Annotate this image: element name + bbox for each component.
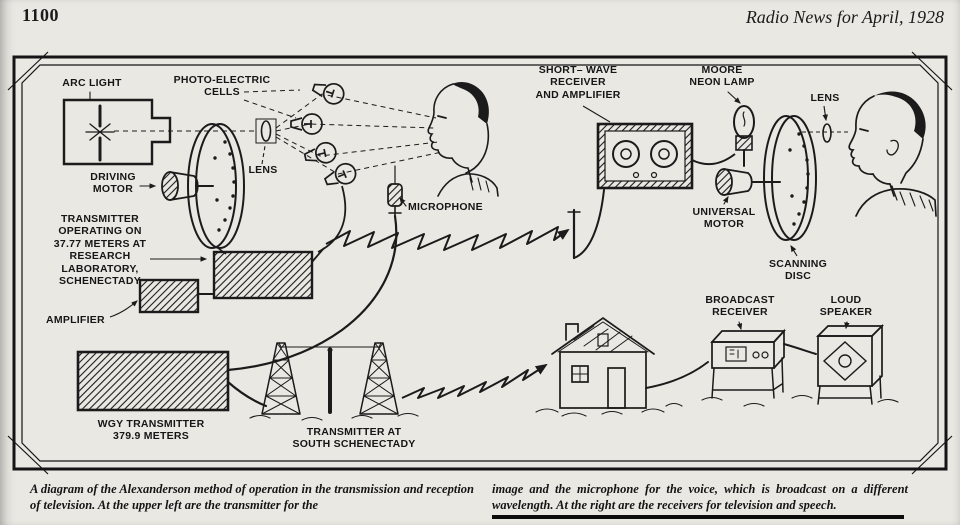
lens-right-art [802, 105, 850, 143]
label-transmitter-operating: TRANSMITTER OPERATING ON 37.77 METERS AT… [53, 213, 147, 287]
scanning-disc-right-art [763, 115, 817, 257]
label-driving-motor: DRIVING MOTOR [90, 171, 136, 196]
universal-motor-art [715, 168, 781, 205]
scanning-disc-left-art [187, 123, 245, 255]
light-rays [114, 89, 443, 175]
label-universal-motor: UNIVERSAL MOTOR [692, 206, 756, 231]
viewer-head-right-art [848, 91, 937, 217]
masthead-title: Radio News for April, 1928 [745, 7, 944, 27]
lens-left-art [255, 118, 277, 165]
south-schenectady-towers-art [249, 342, 419, 421]
label-scanning-disc: SCANNING DISC [768, 258, 827, 283]
label-lens-right: LENS [810, 92, 840, 104]
loud-speaker-art [701, 321, 899, 407]
page-number: 1100 [22, 5, 60, 25]
tower-right [359, 342, 399, 415]
wgy-transmitter-art [76, 350, 268, 412]
label-moore-neon-lamp: MOORE NEON LAMP [689, 64, 755, 89]
broadcast-receiver-art [710, 321, 817, 399]
tower-left [261, 342, 301, 415]
microphone-art [226, 165, 407, 372]
short-wave-receiver-art [582, 105, 736, 190]
caption-left: A diagram of the Alexanderson method of … [30, 482, 474, 513]
frame [7, 51, 953, 475]
house-art [535, 316, 709, 417]
research-transmitter-art [109, 185, 347, 318]
label-short-wave-receiver: SHORT– WAVE RECEIVER AND AMPLIFIER [535, 64, 621, 101]
label-loud-speaker: LOUD SPEAKER [819, 294, 873, 319]
caption-underline-rule [492, 515, 904, 519]
driving-motor-art [139, 171, 214, 201]
label-microphone: MICROPHONE [408, 201, 483, 213]
label-wgy-transmitter: WGY TRANSMITTER 379.9 METERS [97, 418, 205, 443]
label-photo-electric-cells: PHOTO-ELECTRIC CELLS [173, 74, 271, 99]
receiving-antenna-art [567, 189, 605, 260]
label-transmitter-south: TRANSMITTER AT SOUTH SCHENECTADY [292, 426, 416, 451]
label-broadcast-receiver: BROADCAST RECEIVER [705, 294, 775, 319]
label-arc-light: ARC LIGHT [62, 77, 122, 89]
caption-right: image and the microphone for the voice, … [492, 482, 908, 513]
photo-electric-cells-art [290, 83, 357, 186]
radio-wave-tv [325, 226, 570, 251]
viewer-head-left-art [427, 82, 499, 197]
moore-neon-lamp-art [727, 91, 755, 167]
arc-light-art [62, 91, 172, 166]
label-amplifier: AMPLIFIER [46, 314, 105, 326]
label-lens-left: LENS [248, 164, 278, 176]
radio-wave-broadcast [401, 363, 548, 399]
